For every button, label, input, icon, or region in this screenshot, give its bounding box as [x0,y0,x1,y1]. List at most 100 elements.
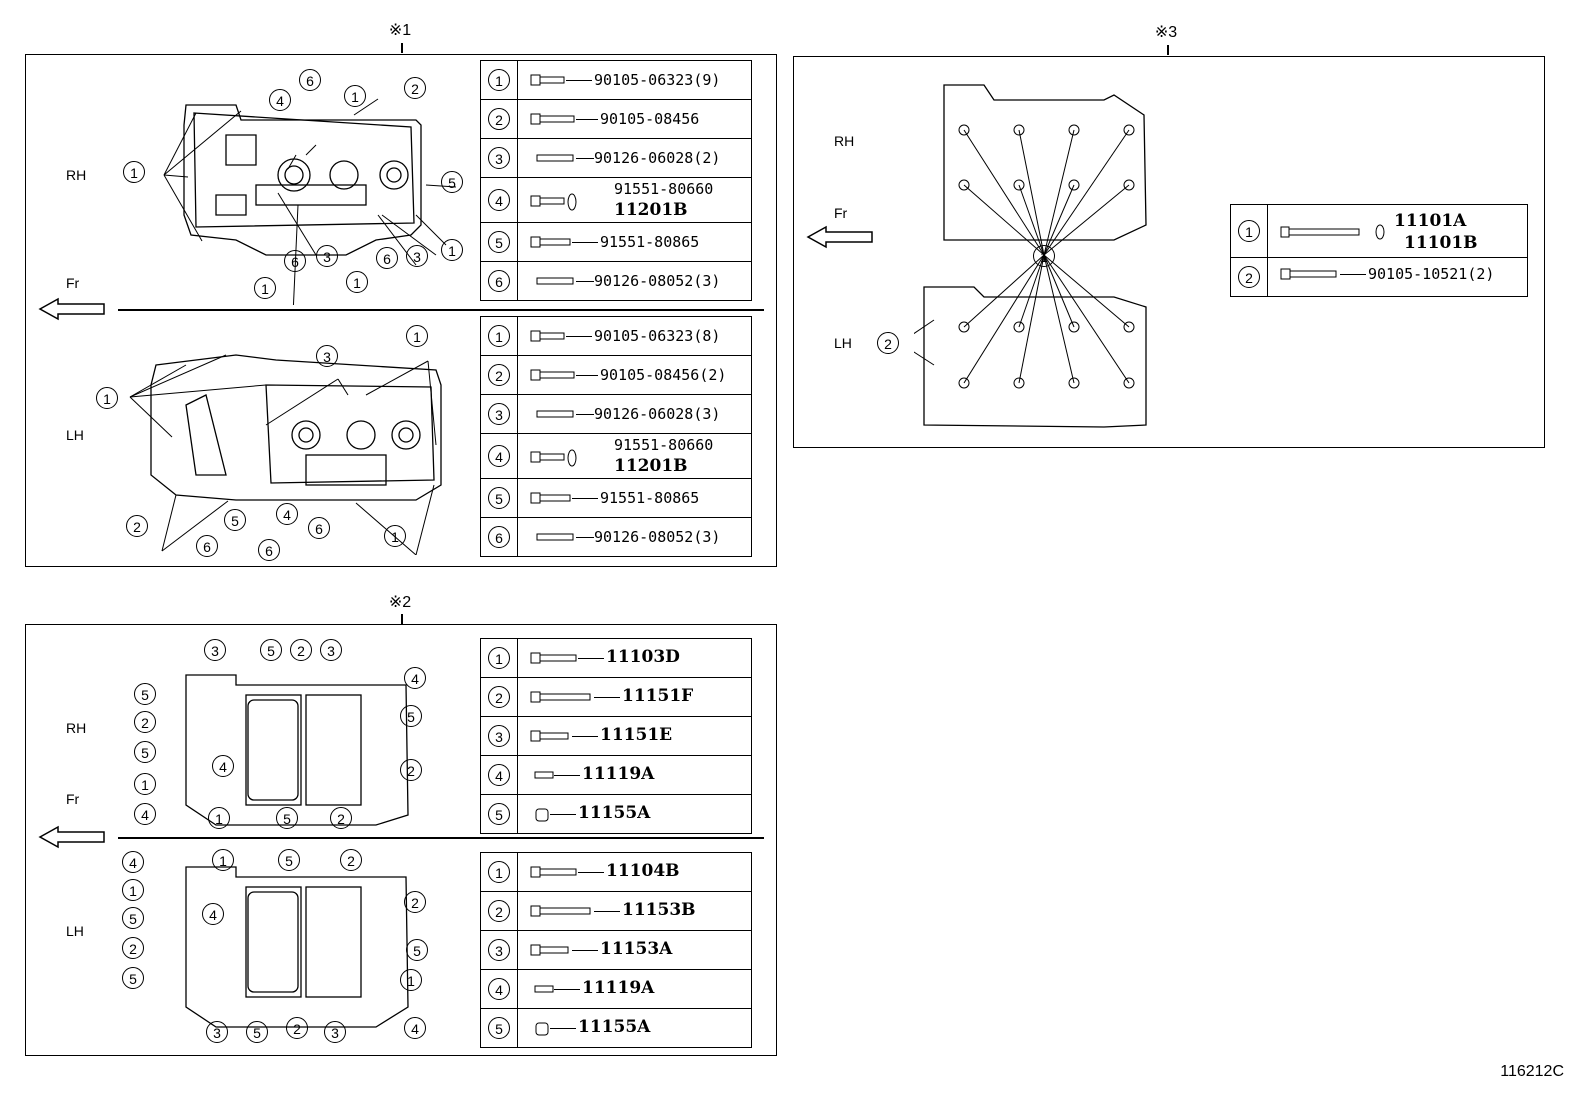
rh-callout-6b: 6 [284,250,306,272]
part-number: 90105-10521(2) [1368,265,1495,283]
part-number: 90105-06323(8) [594,327,721,345]
front-arrow-icon [38,297,105,321]
lh-callout-4: 4 [276,503,298,525]
panel1-fr-label: Fr [66,275,80,291]
lh-callout-1c: 1 [384,525,406,547]
bolt-icon [1280,268,1337,280]
bolt-icon [530,866,577,878]
rh-callout-5: 5 [441,171,463,193]
panel2-lh-label: LH [66,923,84,939]
rh-callout-6c: 6 [376,247,398,269]
lh-callout-5: 5 [224,509,246,531]
part-number: 11119A [582,764,655,784]
stud-icon [536,154,574,162]
lh-callout-6b: 6 [196,535,218,557]
bolt-icon [530,905,591,917]
rh-callout-3b: 3 [406,245,428,267]
bolt-gasket-icon [530,449,577,467]
bolt-icon [530,74,565,86]
part-number: 91551-80865 [600,489,700,507]
panel2-title: ※2 [388,594,412,611]
part-number-alt: 11201B [614,456,688,476]
part-number: 90126-06028(2) [594,149,721,167]
bolt-icon [530,330,565,342]
rh-cam-cover-diagram [163,98,457,305]
panel1-lh-label: LH [66,427,84,443]
part-number: 90126-08052(3) [594,528,721,546]
rh-callout-3: 3 [316,245,338,267]
part-number-alt: 11201B [614,200,688,220]
part-number: 90105-08456 [600,110,700,128]
bolt-icon [530,369,575,381]
rh-callout-1d: 1 [346,271,368,293]
part-number: 11153A [600,939,673,959]
part-number: 11155A [578,1017,651,1037]
part-number-alt: 11101B [1404,233,1478,253]
part-number: 11151E [600,725,673,745]
rh-callout-1b: 1 [344,85,366,107]
panel1: RH LH Fr 1 4 6 1 2 5 1 6 3 [25,54,777,567]
figure-code: 116212C [1500,1063,1564,1080]
lh-callout-1b: 1 [406,325,428,347]
part-number: 11153B [622,900,696,920]
part-number: 90105-06323(9) [594,71,721,89]
panel2-fr-label: Fr [66,791,80,807]
part-number: 11155A [578,803,651,823]
part-number: 11103D [606,647,680,667]
rh-callout-1: 1 [123,161,145,183]
panel1-title-tick [401,43,403,53]
panel2-rh-label: RH [66,720,87,736]
pin-icon [534,985,554,993]
pin-icon [534,771,554,779]
panel3-fr-label: Fr [834,205,848,221]
part-number: 91551-80865 [600,233,700,251]
bolt-gasket-icon [530,193,577,211]
lh-bearing-cap-diagram [185,866,409,1028]
bolt-icon [530,236,571,248]
rh-callout-1c: 1 [441,239,463,261]
part-number: 11101A [1394,211,1467,231]
cylinder-head-diagram [914,84,1147,428]
front-arrow-icon [806,225,873,249]
panel1-title: ※1 [388,22,412,39]
part-number: 11119A [582,978,655,998]
part-number: 90126-06028(3) [594,405,721,423]
lh-callout-2: 2 [126,515,148,537]
part-number: 90105-08456(2) [600,366,727,384]
panel2-divider [118,837,764,839]
bolt-icon [530,944,569,956]
lh-callout-6: 6 [308,517,330,539]
head-callout-1: 1 [1033,245,1055,267]
part-number: 90126-08052(3) [594,272,721,290]
panel2: RH LH Fr 3 5 2 3 4 5 2 5 5 4 2 1 4 1 5 2… [25,624,777,1056]
rh-bearing-cap-diagram [185,674,409,826]
rh-callout-4: 4 [269,89,291,111]
bolt-icon [530,691,591,703]
front-arrow-icon [38,825,105,849]
